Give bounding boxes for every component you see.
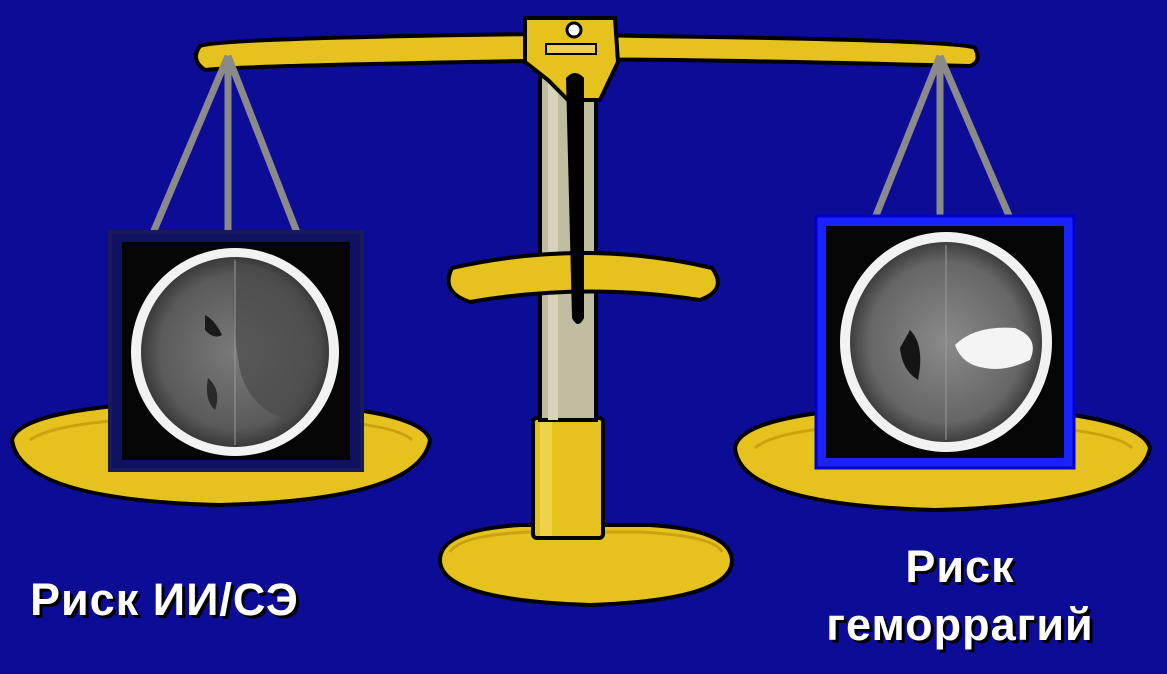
right-risk-caption: Риск геморрагий	[760, 538, 1160, 654]
right-caption-line2: геморрагий	[760, 596, 1160, 654]
scale-beam	[196, 18, 978, 100]
right-ct-scan-image	[816, 216, 1074, 468]
left-ct-scan-image	[110, 232, 362, 470]
right-caption-line1: Риск	[760, 538, 1160, 596]
left-risk-caption: Риск ИИ/СЭ	[30, 574, 299, 626]
scale-base	[440, 418, 732, 605]
